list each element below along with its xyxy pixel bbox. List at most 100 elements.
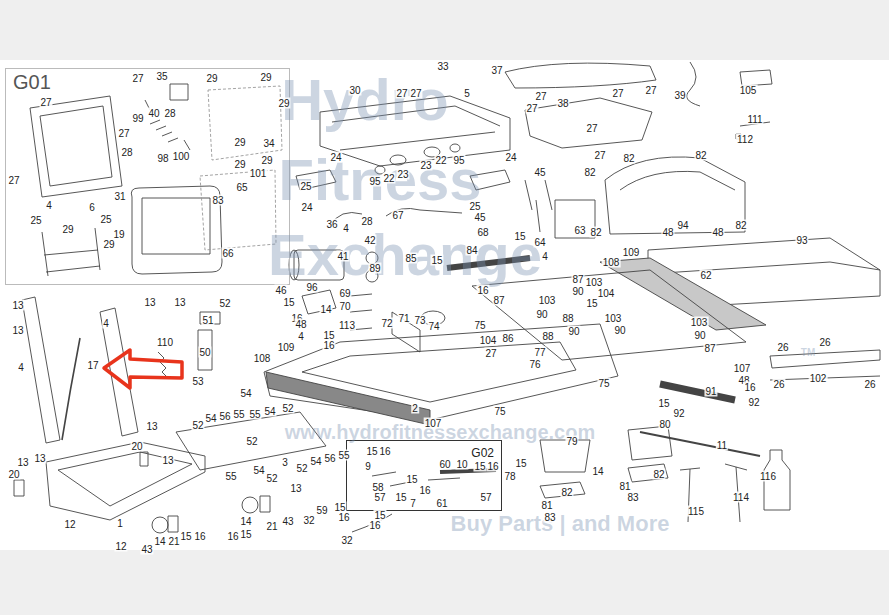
callout-number: 29 bbox=[233, 159, 246, 170]
callout-number: 108 bbox=[602, 257, 621, 268]
callout-number: 82 bbox=[694, 150, 707, 161]
callout-number: 101 bbox=[249, 168, 268, 179]
callout-number: 102 bbox=[809, 373, 828, 384]
callout-number: 78 bbox=[503, 471, 516, 482]
callout-number: 21 bbox=[265, 521, 278, 532]
callout-number: 4 bbox=[297, 331, 305, 342]
callout-number: 55 bbox=[224, 471, 237, 482]
callout-number: 48 bbox=[661, 227, 674, 238]
callout-number: 31 bbox=[113, 191, 126, 202]
callout-number: 14 bbox=[319, 304, 332, 315]
callout-number: 26 bbox=[818, 337, 831, 348]
callout-number: 12 bbox=[63, 519, 76, 530]
callout-number: 16 bbox=[322, 340, 335, 351]
callout-number: 81 bbox=[540, 500, 553, 511]
callout-number: 75 bbox=[493, 406, 506, 417]
callout-number: 15 bbox=[514, 458, 527, 469]
callout-number: 25 bbox=[29, 215, 42, 226]
callout-number: 27 bbox=[409, 88, 422, 99]
callout-number: 115 bbox=[687, 506, 705, 517]
callout-number: 55 bbox=[337, 450, 350, 461]
callout-number: 48 bbox=[711, 227, 724, 238]
callout-number: 83 bbox=[211, 195, 224, 206]
callout-number: 10 bbox=[455, 459, 468, 470]
callout-number: 95 bbox=[452, 155, 465, 166]
callout-number: 65 bbox=[235, 182, 248, 193]
callout-number: 13 bbox=[33, 453, 46, 464]
callout-number: 52 bbox=[245, 436, 258, 447]
callout-number: 27 bbox=[644, 85, 657, 96]
callout-number: 116 bbox=[759, 471, 777, 482]
callout-number: 38 bbox=[556, 98, 569, 109]
callout-number: 61 bbox=[435, 498, 448, 509]
callout-number: 27 bbox=[611, 88, 624, 99]
callout-number: 16 bbox=[226, 531, 239, 542]
callout-number: 4 bbox=[342, 223, 350, 234]
callout-number: 81 bbox=[618, 481, 631, 492]
callout-number: 100 bbox=[172, 151, 191, 162]
callout-number: 87 bbox=[571, 274, 584, 285]
callout-number: 74 bbox=[427, 321, 440, 332]
callout-number: 20 bbox=[130, 441, 143, 452]
callout-number: 80 bbox=[658, 419, 671, 430]
callout-number: 57 bbox=[479, 492, 492, 503]
callout-number: 24 bbox=[329, 152, 342, 163]
callout-number: 54 bbox=[204, 413, 217, 424]
callout-number: 29 bbox=[233, 137, 246, 148]
callout-number: 56 bbox=[323, 453, 336, 464]
callout-number: 109 bbox=[622, 247, 641, 258]
callout-number: 75 bbox=[597, 378, 610, 389]
callout-number: 16 bbox=[193, 531, 206, 542]
callout-number: 84 bbox=[465, 245, 478, 256]
callout-number: 89 bbox=[368, 263, 381, 274]
callout-number: 15 bbox=[513, 231, 526, 242]
callout-number: 52 bbox=[191, 420, 204, 431]
callout-number: 16 bbox=[418, 485, 431, 496]
callout-number: 107 bbox=[424, 418, 443, 429]
callout-number: 14 bbox=[591, 466, 604, 477]
callout-number: 27 bbox=[7, 175, 20, 186]
callout-number: 66 bbox=[221, 248, 234, 259]
callout-number: 36 bbox=[325, 219, 338, 230]
callout-number: 114 bbox=[732, 492, 750, 503]
callout-number: 111 bbox=[746, 114, 763, 125]
callout-number: 16 bbox=[378, 446, 391, 457]
callout-number: 90 bbox=[693, 330, 706, 341]
callout-number: 82 bbox=[560, 487, 573, 498]
callout-number: 94 bbox=[676, 220, 689, 231]
callout-number: 91 bbox=[704, 386, 717, 397]
callout-number: 82 bbox=[622, 153, 635, 164]
callout-number: 103 bbox=[690, 317, 709, 328]
callout-number: 5 bbox=[463, 88, 471, 99]
callout-number: 55 bbox=[232, 409, 245, 420]
callout-number: 43 bbox=[140, 544, 153, 555]
callout-number: 13 bbox=[289, 483, 302, 494]
callout-number: 54 bbox=[252, 465, 265, 476]
group-label: G01 bbox=[10, 71, 54, 94]
callout-number: 25 bbox=[99, 214, 112, 225]
callout-number: 82 bbox=[652, 469, 665, 480]
callout-number: 32 bbox=[340, 535, 353, 546]
callout-number: 90 bbox=[571, 286, 584, 297]
callout-number: 1 bbox=[116, 518, 124, 529]
callout-number: 27 bbox=[585, 123, 598, 134]
callout-number: 98 bbox=[156, 153, 169, 164]
callout-number: 63 bbox=[573, 225, 586, 236]
callout-number: 73 bbox=[413, 315, 426, 326]
callout-number: 75 bbox=[473, 320, 486, 331]
callout-number: 12 bbox=[114, 541, 127, 552]
callout-number: 6 bbox=[88, 202, 96, 213]
callout-number: 16 bbox=[743, 382, 756, 393]
callout-number: 4 bbox=[541, 251, 549, 262]
callout-number: 30 bbox=[348, 85, 361, 96]
callout-number: 3 bbox=[281, 457, 289, 468]
callout-number: 46 bbox=[274, 285, 287, 296]
callout-number: 13 bbox=[16, 457, 29, 468]
callout-number: 28 bbox=[163, 108, 176, 119]
callout-number: 29 bbox=[260, 155, 273, 166]
callout-number: 103 bbox=[585, 277, 604, 288]
callout-number: 37 bbox=[490, 65, 503, 76]
callout-number: 24 bbox=[504, 152, 517, 163]
callout-number: 48 bbox=[294, 319, 307, 330]
callout-number: 29 bbox=[102, 239, 115, 250]
